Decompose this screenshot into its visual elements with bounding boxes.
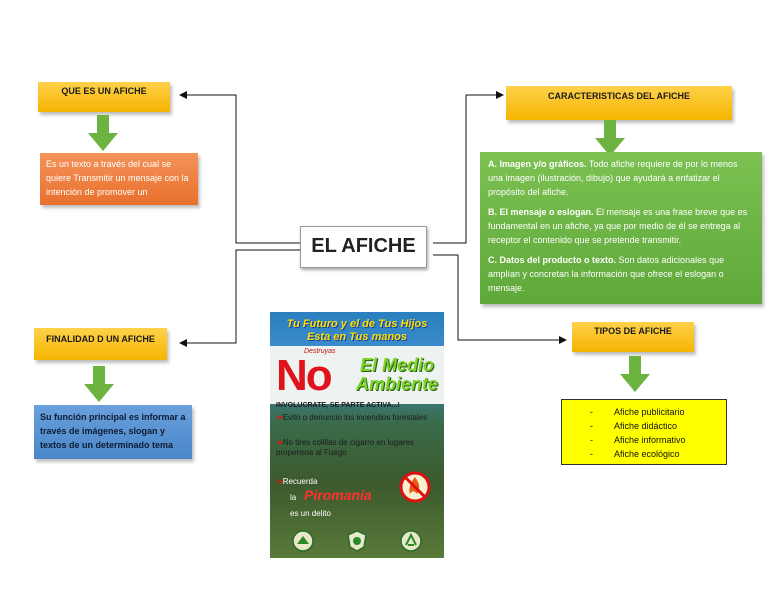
connector-caracteristicas [433,91,504,244]
tipos-header: TIPOS DE AFICHE [572,322,694,352]
que-es-header: QUE ES UN AFICHE [38,82,170,112]
tipo-item: -Afiche ecológico [590,449,680,459]
caracteristica-item-b: B. El mensaje o eslogan. El mensaje es u… [488,207,748,245]
logo-icon [400,530,422,552]
poster-destruyas: Destruyas [304,348,336,355]
tipos-list: -Afiche publicitario -Afiche didáctico -… [561,399,727,465]
poster-band [270,346,444,404]
finalidad-header: FINALIDAD D UN AFICHE [34,328,167,360]
poster-delito: es un delito [290,509,331,518]
poster-ambiente: Ambiente [355,374,438,394]
tipo-item: -Afiche informativo [590,435,686,445]
poster-medio: El Medio [359,355,434,375]
poster-point-1: ➜Evito o denuncio los incendios forestal… [276,413,428,422]
poster-piromania: Piromanía [304,487,372,503]
logo-icon [347,530,367,552]
connector-tipos [433,254,567,344]
poster-involucrate: INVOLUCRATE, SE PARTE ACTIVA...! [276,402,400,409]
que-es-text: Es un texto a través del cual se quiere … [40,153,198,205]
arrow-down-icon [620,356,650,392]
finalidad-text: Su función principal es informar a travé… [34,405,192,459]
tipo-item: -Afiche publicitario [590,407,685,417]
arrow-down-icon [84,366,114,402]
poster-slogan-2: Esta en Tus manos [306,331,408,343]
logo-icon [292,530,314,552]
connector-que-es [179,91,300,244]
caracteristicas-box: A. Imagen y/o gráficos. Todo afiche requ… [480,152,762,304]
poster-la: la [290,493,297,502]
poster-point-2: ➜No tires colillas de cigarro en lugares… [276,438,414,457]
caracteristicas-header: CARACTERISTICAS DEL AFICHE [506,86,732,120]
poster-recuerda: ➜Recuerda [276,477,318,486]
poster-slogan-1: Tu Futuro y el de Tus Hijos [286,318,428,330]
poster-image: Tu Futuro y el de Tus Hijos Esta en Tus … [270,312,444,558]
caracteristica-item-a: A. Imagen y/o gráficos. Todo afiche requ… [488,159,738,197]
poster-no: No [276,351,333,400]
no-fire-icon [399,471,431,503]
tipo-item: -Afiche didáctico [590,421,678,431]
arrow-down-icon [88,115,118,151]
arrow-down-icon [595,120,625,156]
connector-finalidad [179,249,300,347]
center-title: EL AFICHE [300,226,427,268]
caracteristica-item-c: C. Datos del producto o texto. Son datos… [488,255,725,293]
